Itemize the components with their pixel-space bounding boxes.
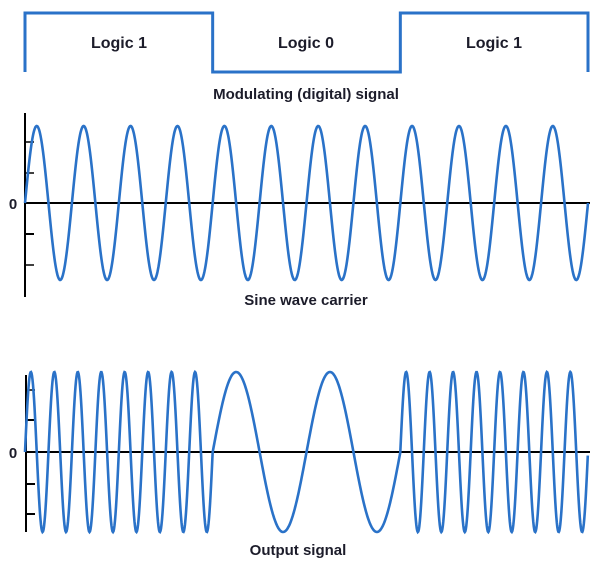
segment-label-1: Logic 1 <box>91 35 147 52</box>
digital-signal-line <box>23 11 590 74</box>
carrier-title: Sine wave carrier <box>244 292 368 309</box>
modulating-title: Modulating (digital) signal <box>213 86 399 103</box>
segment-label-2: Logic 0 <box>278 35 334 52</box>
carrier-wave <box>23 124 590 282</box>
carrier-zero-label: 0 <box>9 196 17 213</box>
output-title: Output signal <box>250 542 347 559</box>
segment-label-3: Logic 1 <box>466 35 522 52</box>
output-wave <box>23 369 590 535</box>
output-zero-label: 0 <box>9 445 17 462</box>
